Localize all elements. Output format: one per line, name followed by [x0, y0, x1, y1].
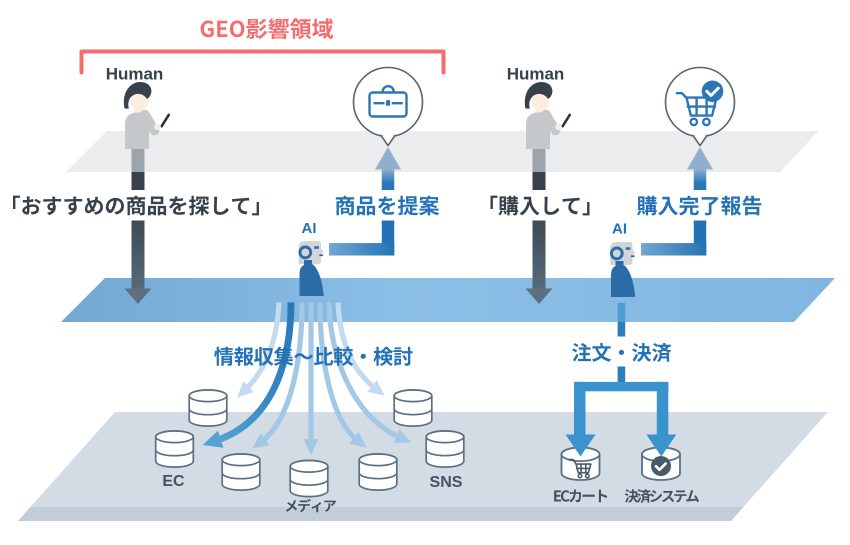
- svg-text:AI: AI: [302, 220, 317, 237]
- svg-text:EC: EC: [162, 473, 185, 490]
- svg-text:SNS: SNS: [430, 474, 463, 491]
- svg-text:Human: Human: [507, 65, 565, 84]
- svg-text:AI: AI: [612, 221, 627, 238]
- svg-text:Human: Human: [106, 65, 164, 84]
